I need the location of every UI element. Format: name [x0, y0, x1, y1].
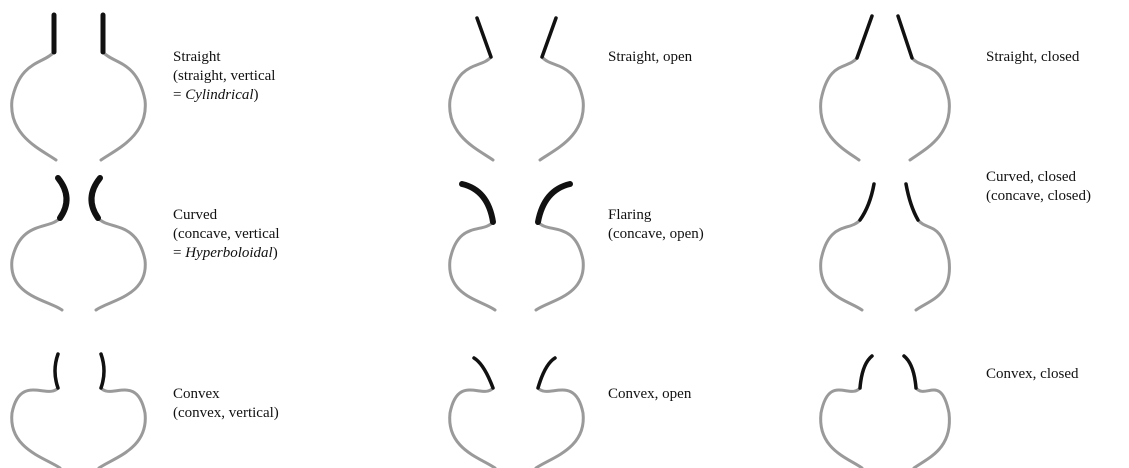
caption-convex: Convex(convex, vertical) [173, 385, 279, 423]
caption-line: (concave, closed) [986, 187, 1091, 206]
neck-left [860, 356, 872, 388]
caption-convex-closed: Convex, closed [986, 365, 1078, 384]
caption-suffix: ) [273, 245, 278, 261]
body-outline-right [536, 222, 583, 310]
caption-flaring: Flaring(concave, open) [608, 206, 704, 244]
neck-left [55, 354, 58, 388]
vessel-profile-curved-closed [814, 160, 974, 320]
caption-straight-closed: Straight, closed [986, 48, 1079, 67]
body-outline-right [916, 220, 949, 310]
body-outline-left [12, 388, 60, 468]
neck-right [906, 184, 918, 220]
neck-left [860, 184, 874, 220]
neck-right [538, 184, 570, 222]
caption-term: Cylindrical [185, 87, 253, 103]
neck-left [477, 18, 491, 57]
body-outline-right [99, 388, 145, 468]
body-outline-left [450, 57, 493, 160]
caption-line: Curved [173, 206, 280, 225]
body-outline-left [12, 218, 62, 310]
body-outline-right [914, 388, 949, 468]
body-outline-right [101, 52, 145, 160]
neck-right [542, 18, 556, 57]
body-outline-left [450, 388, 495, 468]
neck-right [898, 16, 912, 58]
caption-line: = Hyperboloidal) [173, 244, 280, 263]
neck-left [58, 178, 67, 218]
caption-line: Straight, open [608, 48, 692, 67]
body-outline-left [450, 222, 495, 310]
caption-curved-closed: Curved, closed(concave, closed) [986, 168, 1091, 206]
body-outline-right [540, 57, 583, 160]
neck-left [462, 184, 493, 222]
caption-prefix: = [173, 245, 185, 261]
caption-line: Straight [173, 48, 275, 67]
caption-line: Straight, closed [986, 48, 1079, 67]
body-outline-left [12, 52, 56, 160]
caption-line: (convex, vertical) [173, 404, 279, 423]
caption-line: (concave, vertical [173, 225, 280, 244]
vessel-profile-convex-closed [814, 318, 974, 468]
body-outline-left [821, 220, 862, 310]
caption-line: (straight, vertical [173, 67, 275, 86]
caption-straight: Straight(straight, vertical= Cylindrical… [173, 48, 275, 105]
caption-line: (concave, open) [608, 225, 704, 244]
body-outline-left [821, 58, 859, 160]
neck-right [101, 354, 104, 388]
caption-line: = Cylindrical) [173, 86, 275, 105]
caption-curved: Curved(concave, vertical= Hyperboloidal) [173, 206, 280, 263]
vessel-profile-convex [0, 318, 150, 468]
body-outline-right [96, 218, 145, 310]
vessel-profile-straight [0, 0, 150, 160]
caption-line: Flaring [608, 206, 704, 225]
caption-prefix: = [173, 87, 185, 103]
body-outline-right [910, 58, 949, 160]
neck-right [538, 358, 555, 388]
body-outline-right [536, 388, 583, 468]
caption-line: Convex, open [608, 385, 691, 404]
caption-line: Convex [173, 385, 279, 404]
neck-right [904, 356, 916, 388]
vessel-profile-flaring [438, 160, 598, 320]
body-outline-left [821, 388, 862, 468]
neck-left [857, 16, 872, 58]
caption-convex-open: Convex, open [608, 385, 691, 404]
caption-term: Hyperboloidal [185, 245, 273, 261]
caption-line: Convex, closed [986, 365, 1078, 384]
neck-right [91, 178, 100, 218]
vessel-profile-curved [0, 160, 150, 320]
vessel-profile-straight-closed [814, 0, 974, 160]
caption-line: Curved, closed [986, 168, 1091, 187]
neck-left [474, 358, 493, 388]
vessel-profile-convex-open [438, 318, 598, 468]
caption-straight-open: Straight, open [608, 48, 692, 67]
caption-suffix: ) [254, 87, 259, 103]
vessel-profile-straight-open [438, 0, 598, 160]
